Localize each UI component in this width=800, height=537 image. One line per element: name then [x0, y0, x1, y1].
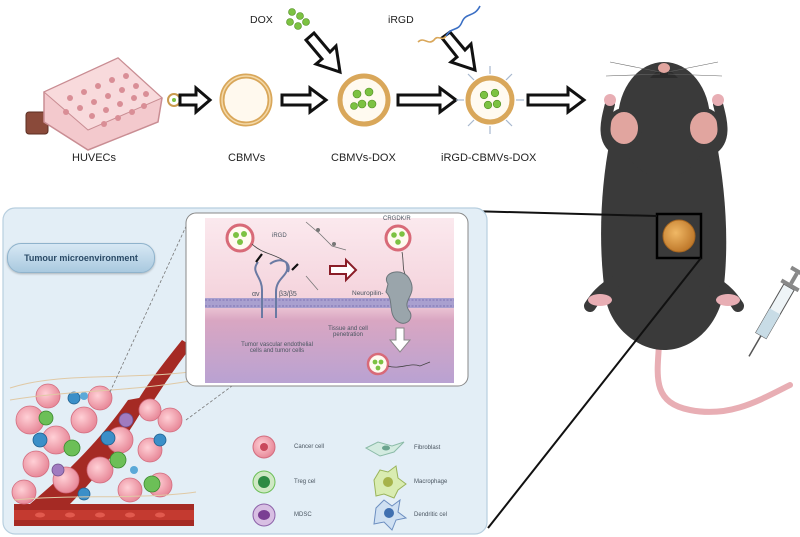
- irgd-cbmvs-dox-label: iRGD-CBMVs-DOX: [441, 152, 537, 164]
- tumour-microenvironment-badge: Tumour microenvironment: [7, 243, 155, 273]
- syringe-icon: [748, 265, 800, 357]
- inset-vesicle-right: [384, 224, 412, 277]
- arrow-3: [396, 85, 459, 115]
- inset-irgd-label: iRGD: [272, 233, 287, 239]
- mechanism-inset: [185, 212, 469, 387]
- legend-cancer-cell: Cancer cell: [294, 444, 325, 450]
- fibroblast-icon: [364, 441, 405, 457]
- process-arrows: [178, 29, 587, 116]
- treg-cell-icon: [252, 470, 276, 494]
- neuropilin-label: Neuropilin-: [352, 290, 384, 297]
- huvecs-label: HUVECs: [72, 152, 117, 164]
- penetration-label: Tissue and cell penetration: [328, 326, 368, 338]
- tumour-cell-cluster: [9, 371, 197, 505]
- inset-vesicle-left: [225, 223, 287, 263]
- irgd-cbmvs-dox-vesicle: [456, 66, 524, 134]
- inset-zoom-lines: [109, 221, 233, 421]
- cell-membrane: [205, 298, 454, 308]
- budding-vesicle-icon: [167, 93, 181, 107]
- cbmvs-label: CBMVs: [228, 152, 266, 164]
- inset-vesicle-bottom: [366, 352, 431, 376]
- cbmvs-dox-vesicle: [337, 73, 391, 127]
- legend-fibroblast: Fibroblast: [414, 445, 441, 451]
- legend-dendritic-cell: Dendritic cel: [414, 512, 448, 518]
- transition-arrow: [329, 257, 358, 283]
- beta-label: β3/β5: [279, 291, 297, 298]
- legend-mdsc: MDSC: [294, 512, 312, 518]
- zoom-lines: [468, 210, 702, 529]
- dox-label: DOX: [250, 14, 273, 26]
- arrow-irgd: [439, 29, 477, 73]
- culture-flask-icon: [25, 57, 163, 151]
- mdsc-icon: [252, 503, 276, 527]
- penetration-arrow: [388, 327, 412, 353]
- irgd-label: iRGD: [388, 14, 414, 26]
- inset-cryptic-label: CRGDK/R: [383, 216, 411, 222]
- arrow-dox: [303, 30, 342, 75]
- arrow-2: [280, 85, 329, 115]
- neuropilin-receptor: [385, 271, 413, 324]
- irgd-peptide-icon: [417, 5, 481, 43]
- legend-treg-cell: Treg cel: [294, 479, 316, 485]
- legend-macrophage: Macrophage: [414, 479, 448, 485]
- cbmvs-vesicle: [219, 73, 273, 127]
- legend-icons: [252, 435, 408, 531]
- cancer-cell-icon: [252, 435, 276, 459]
- mouse-illustration: [584, 61, 793, 415]
- integrin-receptor: [254, 259, 290, 318]
- macrophage-icon: [373, 465, 407, 499]
- tumor-on-mouse: [655, 212, 703, 260]
- dox-drug-icon: [286, 8, 310, 30]
- dendritic-cell-icon: [373, 498, 408, 531]
- tumor-cells-label: Tumor vascular endothelial cells and tum…: [241, 342, 313, 354]
- arrow-4: [526, 85, 587, 115]
- cbmvs-dox-label: CBMVs-DOX: [331, 152, 396, 164]
- arrow-1: [178, 84, 213, 116]
- alpha-v-label: αv: [252, 291, 260, 298]
